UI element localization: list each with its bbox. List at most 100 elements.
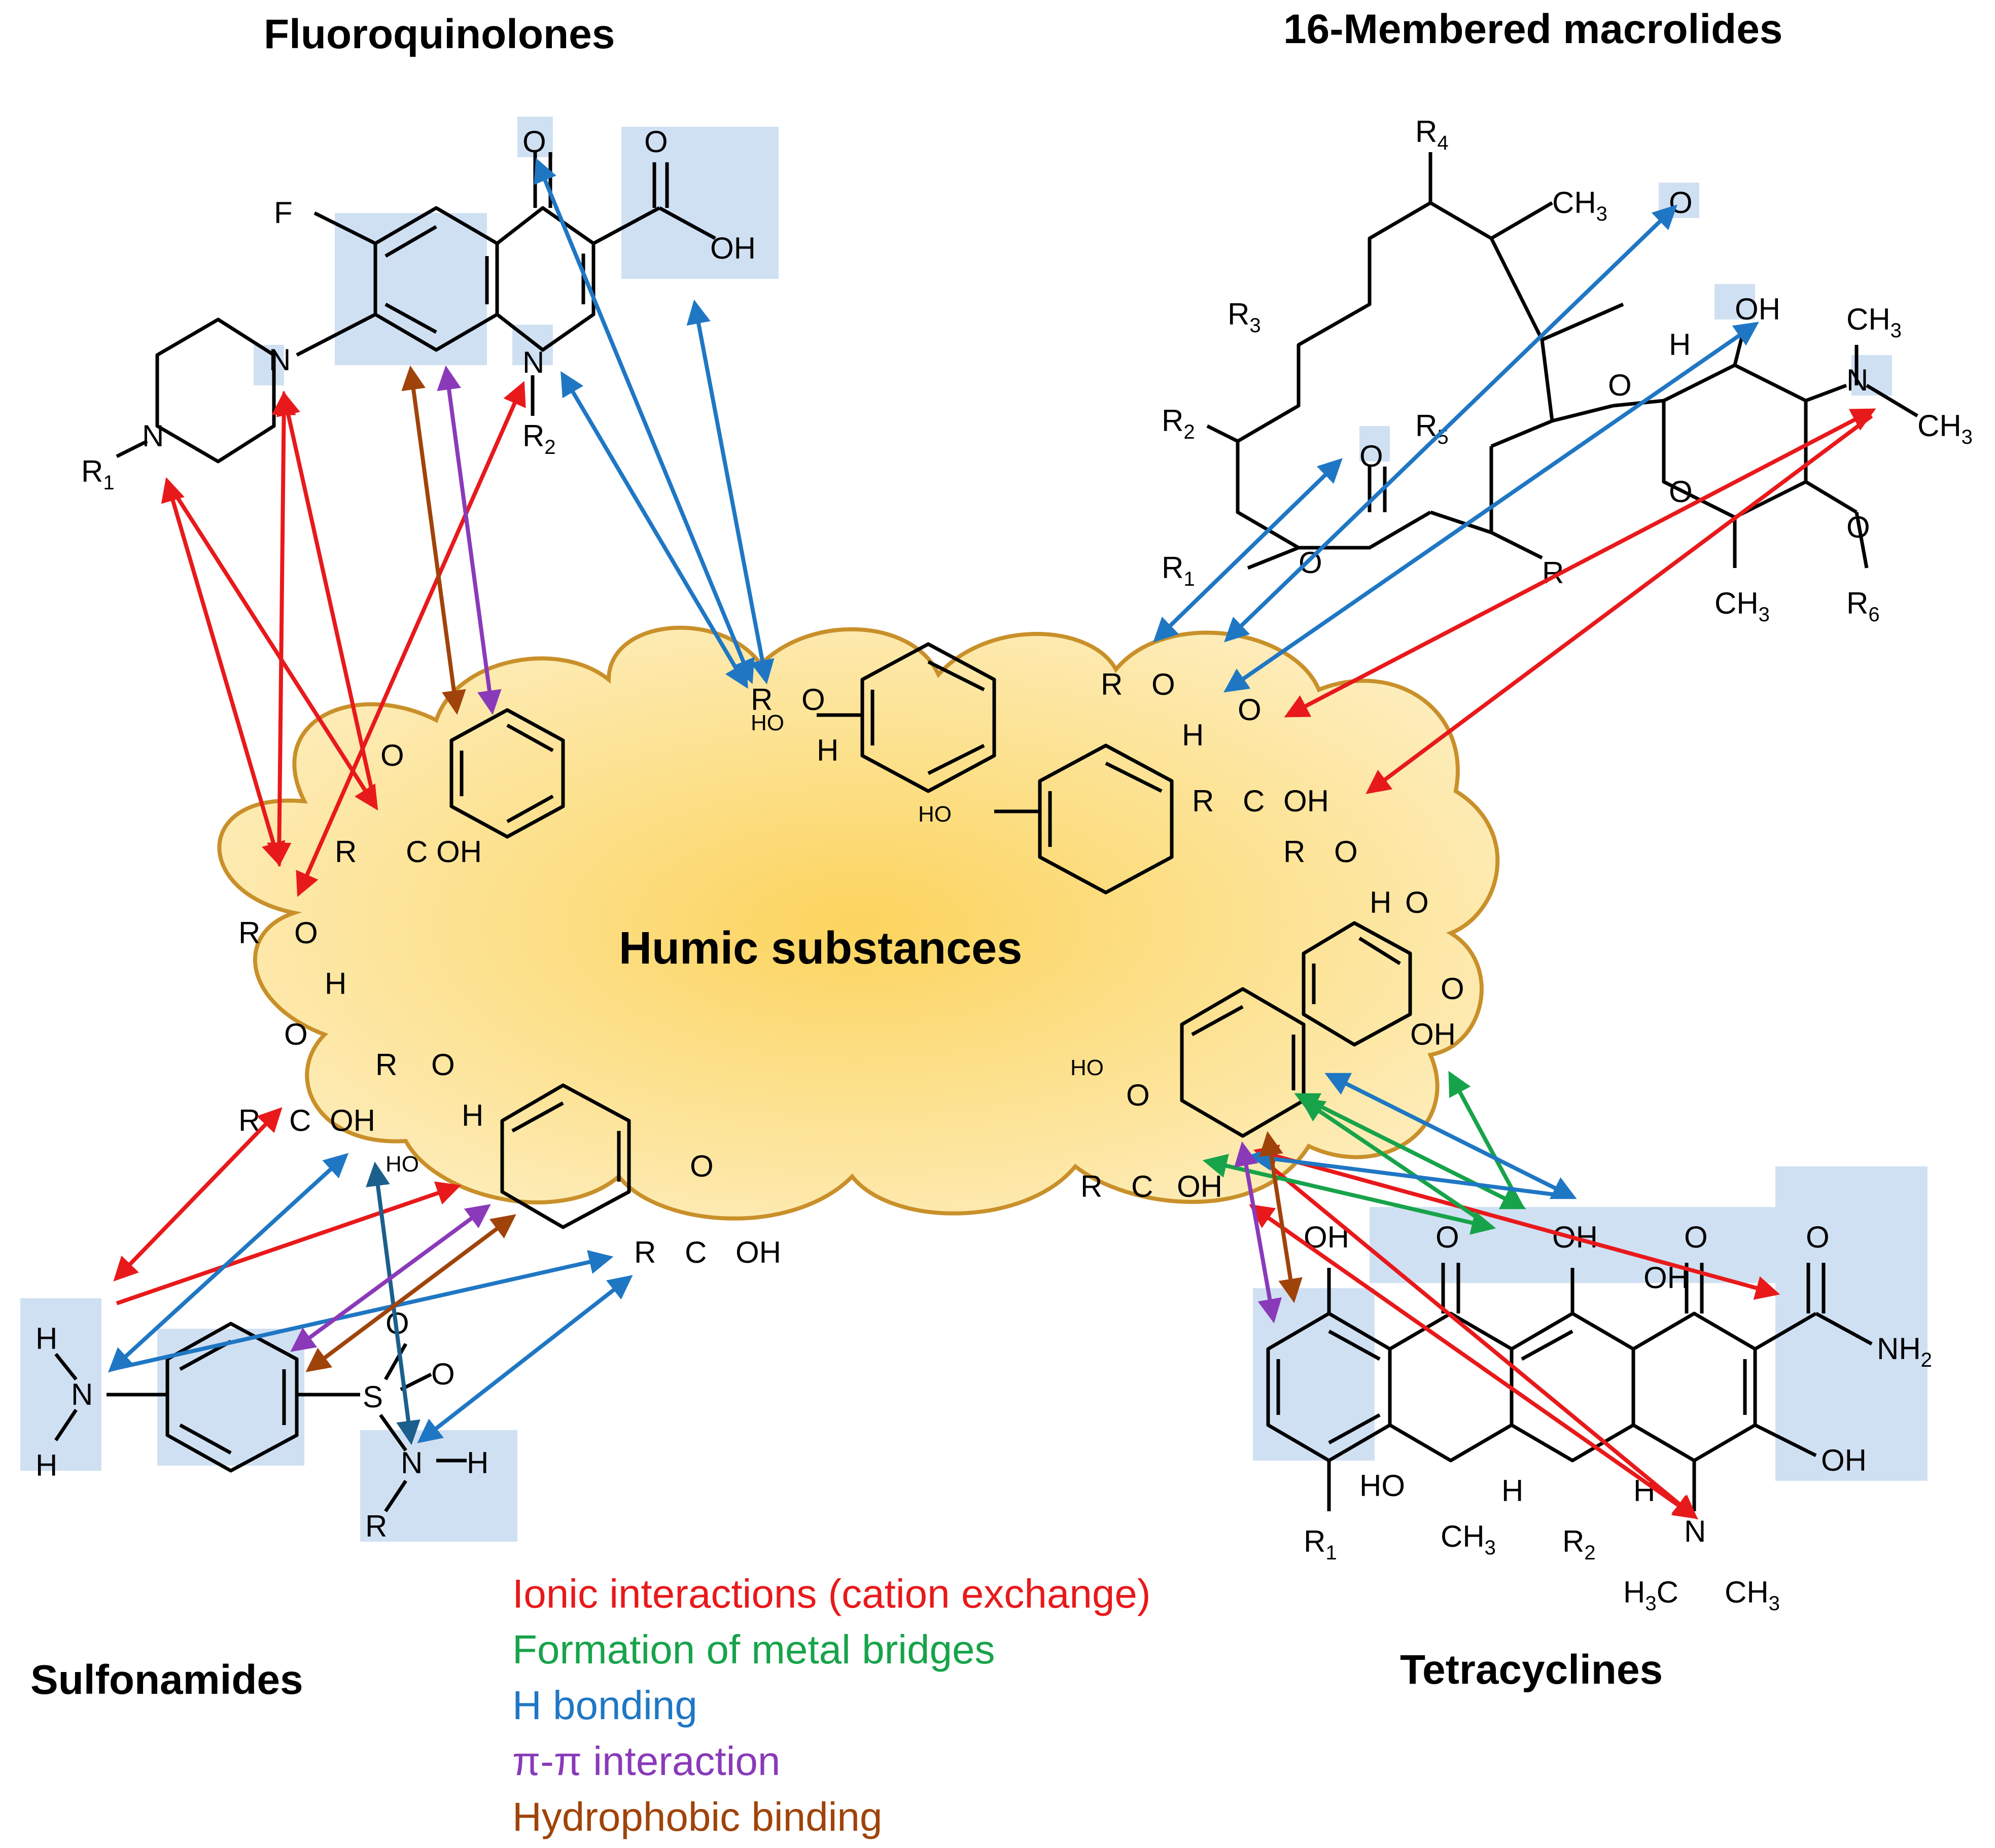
svg-text:CH3: CH3 bbox=[1846, 302, 1902, 342]
svg-text:O: O bbox=[1684, 1220, 1708, 1254]
svg-text:O: O bbox=[1608, 368, 1632, 402]
svg-text:O: O bbox=[1405, 885, 1429, 919]
ionic-arrow bbox=[161, 477, 286, 867]
svg-text:O: O bbox=[1669, 475, 1693, 509]
legend-ionic: Ionic interactions (cation exchange) bbox=[512, 1571, 1150, 1616]
svg-text:R: R bbox=[1080, 1169, 1102, 1203]
svg-text:O: O bbox=[1669, 186, 1693, 220]
svg-text:R1: R1 bbox=[1304, 1524, 1337, 1564]
svg-text:R: R bbox=[365, 1509, 387, 1543]
svg-text:N: N bbox=[142, 419, 164, 453]
svg-text:H: H bbox=[817, 733, 838, 767]
svg-text:H: H bbox=[1501, 1474, 1523, 1508]
hydrophobic-arrow bbox=[305, 1214, 516, 1372]
svg-text:N: N bbox=[71, 1377, 93, 1411]
svg-text:R2: R2 bbox=[522, 419, 556, 458]
svg-text:HO: HO bbox=[1359, 1469, 1405, 1503]
svg-text:H: H bbox=[1633, 1474, 1655, 1508]
svg-text:H: H bbox=[1669, 328, 1691, 362]
svg-text:C: C bbox=[685, 1235, 707, 1269]
legend-metal-bridges: Formation of metal bridges bbox=[512, 1627, 995, 1672]
hydrophobic-arrows bbox=[305, 365, 1303, 1372]
ionic-arrow bbox=[267, 390, 296, 867]
svg-text:NH2: NH2 bbox=[1877, 1332, 1932, 1371]
ionic-arrow bbox=[116, 1181, 462, 1305]
humic-substances-label: Humic substances bbox=[619, 923, 1022, 974]
heading-tetracyclines: Tetracyclines bbox=[1400, 1647, 1663, 1693]
svg-text:CH3: CH3 bbox=[1725, 1575, 1780, 1615]
ionic-arrow bbox=[1249, 1204, 1698, 1519]
svg-text:OH: OH bbox=[1410, 1017, 1456, 1051]
svg-text:OH: OH bbox=[1735, 292, 1780, 326]
ionic-arrow bbox=[165, 480, 378, 811]
svg-text:C: C bbox=[289, 1104, 311, 1138]
heading-sulfonamides: Sulfonamides bbox=[30, 1657, 303, 1703]
svg-text:R1: R1 bbox=[1162, 551, 1195, 590]
svg-text:O: O bbox=[644, 125, 668, 159]
svg-text:N: N bbox=[522, 345, 544, 379]
svg-text:N: N bbox=[401, 1446, 423, 1480]
svg-text:O: O bbox=[1238, 693, 1262, 727]
svg-text:R: R bbox=[1101, 667, 1123, 701]
svg-text:O: O bbox=[522, 125, 546, 159]
svg-text:O: O bbox=[431, 1357, 455, 1391]
svg-text:O: O bbox=[1334, 835, 1358, 869]
svg-text:C: C bbox=[1243, 784, 1265, 818]
svg-text:R: R bbox=[1283, 835, 1305, 869]
svg-text:O: O bbox=[1806, 1220, 1830, 1254]
svg-text:R4: R4 bbox=[1415, 115, 1449, 154]
svg-text:O: O bbox=[1846, 510, 1870, 544]
hbond-arrow bbox=[1324, 1073, 1577, 1199]
ionic-arrow bbox=[1366, 414, 1873, 794]
svg-text:OH: OH bbox=[1177, 1169, 1222, 1203]
svg-text:HO: HO bbox=[386, 1152, 419, 1177]
svg-text:N: N bbox=[269, 343, 291, 377]
svg-text:O: O bbox=[1441, 972, 1464, 1006]
svg-text:R1: R1 bbox=[81, 454, 115, 494]
svg-text:R2: R2 bbox=[1162, 404, 1195, 443]
svg-text:H: H bbox=[1182, 718, 1204, 752]
svg-text:CH3: CH3 bbox=[1441, 1519, 1496, 1559]
svg-text:R2: R2 bbox=[1562, 1524, 1596, 1564]
svg-text:O: O bbox=[1126, 1078, 1150, 1112]
hydrophobic-arrow bbox=[401, 365, 466, 715]
svg-text:CH3: CH3 bbox=[1552, 186, 1607, 225]
legend-hydrophobic: Hydrophobic binding bbox=[512, 1794, 882, 1839]
svg-text:O: O bbox=[1436, 1220, 1459, 1254]
hbond-arrow bbox=[561, 371, 748, 689]
svg-text:R: R bbox=[1192, 784, 1214, 818]
svg-text:OH: OH bbox=[736, 1235, 781, 1269]
svg-text:O: O bbox=[1151, 667, 1175, 701]
svg-text:R: R bbox=[238, 916, 260, 950]
svg-text:R: R bbox=[375, 1048, 397, 1082]
svg-text:HO: HO bbox=[1070, 1055, 1104, 1080]
svg-text:OH: OH bbox=[330, 1104, 375, 1138]
ionic-arrow bbox=[113, 1107, 283, 1282]
legend-h-bonding: H bonding bbox=[512, 1683, 697, 1728]
svg-text:O: O bbox=[294, 916, 318, 950]
svg-text:HO: HO bbox=[751, 710, 784, 735]
svg-text:H: H bbox=[36, 1448, 57, 1482]
svg-text:S: S bbox=[363, 1380, 383, 1414]
svg-text:H: H bbox=[325, 967, 346, 1001]
svg-text:OH: OH bbox=[710, 231, 756, 265]
svg-text:C: C bbox=[1131, 1169, 1153, 1203]
heading-macrolides: 16-Membered macrolides bbox=[1283, 6, 1782, 52]
svg-text:R6: R6 bbox=[1846, 586, 1880, 626]
svg-text:HO: HO bbox=[918, 802, 952, 827]
svg-text:R: R bbox=[634, 1235, 656, 1269]
svg-text:H3C: H3C bbox=[1623, 1575, 1678, 1615]
svg-text:H: H bbox=[462, 1098, 483, 1132]
svg-text:O: O bbox=[1359, 439, 1383, 473]
svg-text:R: R bbox=[335, 835, 357, 869]
svg-text:OH: OH bbox=[1821, 1443, 1867, 1477]
svg-text:O: O bbox=[380, 738, 404, 772]
hbond-arrow bbox=[1224, 204, 1677, 643]
hbond-arrow bbox=[1223, 322, 1759, 693]
svg-text:O: O bbox=[284, 1017, 308, 1051]
heading-fluoroquinolones: Fluoroquinolones bbox=[264, 11, 615, 57]
svg-text:O: O bbox=[431, 1048, 455, 1082]
svg-text:H: H bbox=[1370, 885, 1391, 919]
hbond-arrow bbox=[417, 1275, 633, 1443]
